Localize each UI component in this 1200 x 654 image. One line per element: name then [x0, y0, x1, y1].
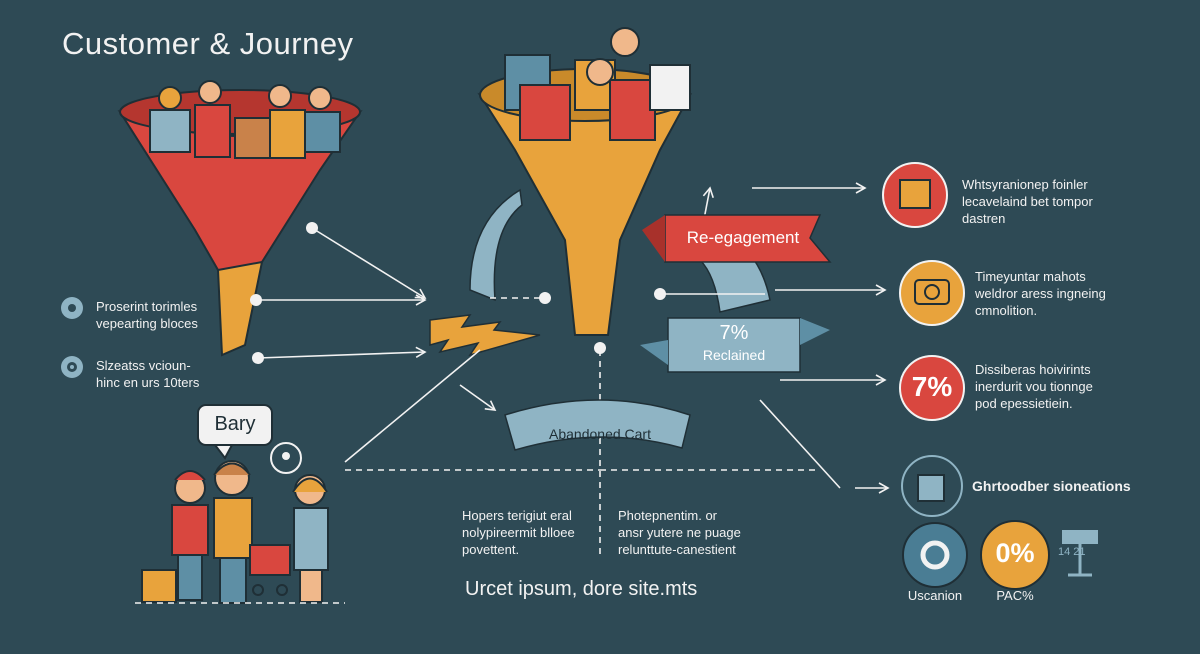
right-item-2-line1: Timeyuntar mahots [975, 269, 1086, 284]
bottom-circle-2-label: PAC% [996, 588, 1034, 603]
zigzag-arrow-icon [429, 314, 541, 357]
right-item-2-line2: weldror aress ingneing [975, 286, 1106, 301]
reengagement-label: Re-egagement [686, 228, 800, 247]
flow-dots [250, 222, 666, 364]
abandoned-cart-arc [504, 399, 691, 451]
speech-bubble-text: Bary [214, 413, 256, 435]
bottom-circle-2-value: 0% [995, 538, 1035, 568]
right-item-2: Timeyuntar mahots weldror aress ingneing… [975, 268, 1106, 319]
bottom-note-1-line3: povettent. [462, 542, 520, 557]
right-item-1-line3: dastren [962, 211, 1006, 226]
left-bullet-2: Slzeatss vcioun- hinc en urs 10ters [96, 357, 199, 391]
right-item-4: Ghrtoodber sioneations [972, 478, 1131, 494]
signpost-text: 14 21 [1058, 546, 1086, 558]
bottom-note-2-line2: ansr yutere ne puage [618, 525, 741, 540]
signpost-icon [1062, 530, 1098, 577]
right-item-3-line1: Dissiberas hoivirints [975, 362, 1091, 377]
bottom-circle-1-label: Uscanion [907, 588, 963, 603]
left-bullet-2-line1: Slzeatss vcioun- [96, 358, 191, 373]
center-funnel [477, 27, 693, 336]
bottom-note-2-line3: relunttute-canestient [618, 542, 736, 557]
left-bullet-1-line1: Proserint torimles [96, 299, 198, 314]
bottom-note-1-line2: nolypireermit blloee [462, 525, 575, 540]
shopping-bags-icon [899, 179, 931, 209]
family-illustration [135, 404, 345, 604]
page-title: Customer & Journey [62, 26, 354, 61]
shopping-cart-icon [249, 544, 291, 596]
camera-icon [914, 279, 950, 305]
bottom-note-2-line1: Photepnentim. or [618, 508, 718, 523]
right-item-circles [882, 162, 1050, 590]
left-bullet-2-line2: hinc en urs 10ters [96, 375, 200, 390]
speech-bubble [197, 404, 273, 446]
left-funnel [117, 80, 363, 357]
right-item-3-line3: pod epessietiein. [975, 396, 1073, 411]
bottom-note-2: Photepnentim. or ansr yutere ne puage re… [618, 507, 741, 558]
ring-icon [920, 540, 950, 570]
reclaimed-ribbon [640, 317, 830, 373]
shopping-bags-pile-icon [504, 27, 691, 141]
flow-lines [256, 182, 890, 555]
suitcase-icon [141, 569, 177, 603]
right-item-1: Whtsyranionep foinler lecavelaind bet to… [962, 176, 1093, 227]
bottom-caption: Urcet ipsum, dore site.mts [465, 578, 698, 600]
crowd-people-icon [149, 80, 341, 159]
reclaimed-block: 7% Reclained [668, 322, 800, 363]
right-item-2-line3: cmnolition. [975, 303, 1038, 318]
shopping-bag-icon [917, 474, 945, 502]
right-item-1-line1: Whtsyranionep foinler [962, 177, 1088, 192]
left-bullet-1-line2: vepearting bloces [96, 316, 198, 331]
right-item-1-line2: lecavelaind bet tompor [962, 194, 1093, 209]
bottom-note-1-line1: Hopers terigiut eral [462, 508, 572, 523]
bottom-note-1: Hopers terigiut eral nolypireermit blloe… [462, 507, 575, 558]
reengagement-ribbon [642, 214, 832, 263]
reclaimed-pct: 7% [719, 322, 749, 344]
reclaimed-label: Reclained [702, 347, 766, 363]
abandoned-cart-label: Abandoned Cart [549, 426, 651, 442]
right-item-3-line2: inerdurit vou tionnge [975, 379, 1093, 394]
right-item-3-value: 7% [911, 371, 953, 402]
left-bullet-1: Proserint torimles vepearting bloces [96, 298, 198, 332]
right-item-3: Dissiberas hoivirints inerdurit vou tion… [975, 361, 1093, 412]
